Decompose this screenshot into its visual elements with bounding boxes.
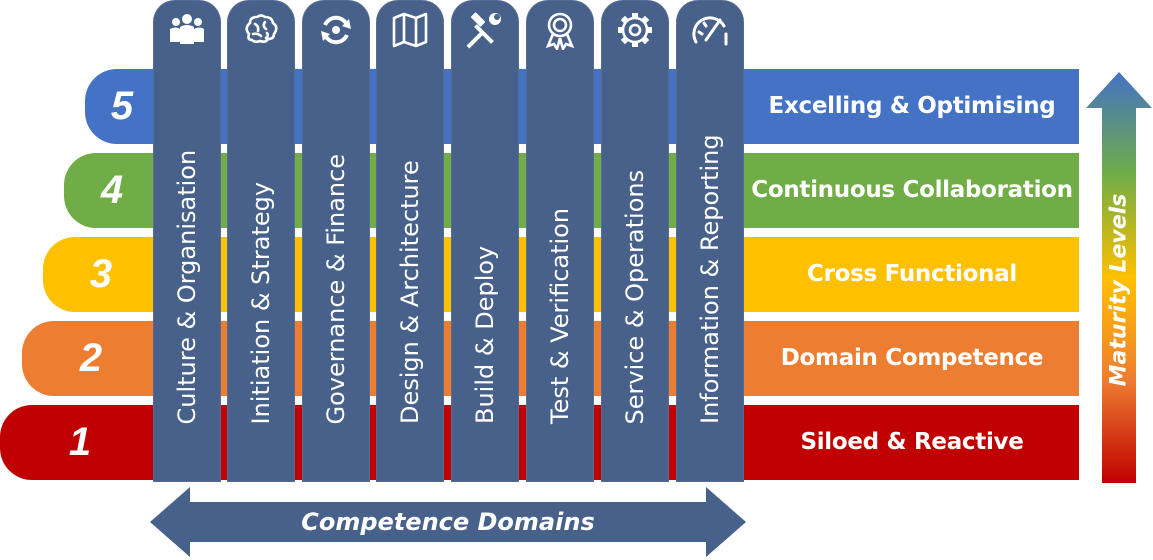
- domain-column-governance: Governance & Finance: [302, 0, 370, 482]
- people-group-icon: [170, 14, 204, 44]
- domain-column-service: Service & Operations: [601, 0, 669, 482]
- level-label-4: Continuous Collaboration: [751, 177, 1073, 203]
- domain-column-design: Design & Architecture: [376, 0, 444, 482]
- level-number-4: 4: [100, 168, 124, 212]
- cycle-icon: [321, 15, 351, 45]
- competence-domains-arrow: [150, 487, 746, 557]
- award-ribbon-icon: [545, 12, 575, 50]
- domain-column-build: Build & Deploy: [451, 0, 519, 482]
- domain-column-initiation: Initiation & Strategy: [227, 0, 295, 482]
- level-number-3: 3: [89, 252, 113, 296]
- level-number-1: 1: [68, 420, 92, 464]
- level-label-3: Cross Functional: [806, 261, 1018, 287]
- domain-column-test: Test & Verification: [526, 0, 594, 482]
- level-label-5: Excelling & Optimising: [768, 93, 1056, 119]
- maturity-levels-arrow: [1086, 72, 1152, 483]
- map-icon: [392, 12, 428, 48]
- gear-icon: [618, 13, 652, 47]
- hammer-wrench-icon: [466, 12, 501, 49]
- domain-column-culture: Culture & Organisation: [153, 0, 221, 482]
- level-number-2: 2: [79, 336, 103, 380]
- level-number-5: 5: [110, 84, 134, 128]
- brain-icon: [245, 14, 278, 44]
- domain-column-information: Information & Reporting: [676, 0, 744, 482]
- level-label-2: Domain Competence: [780, 345, 1044, 371]
- competence-domains-label: Competence Domains: [301, 508, 595, 536]
- level-label-1: Siloed & Reactive: [800, 429, 1024, 455]
- gauge-icon: [692, 16, 728, 46]
